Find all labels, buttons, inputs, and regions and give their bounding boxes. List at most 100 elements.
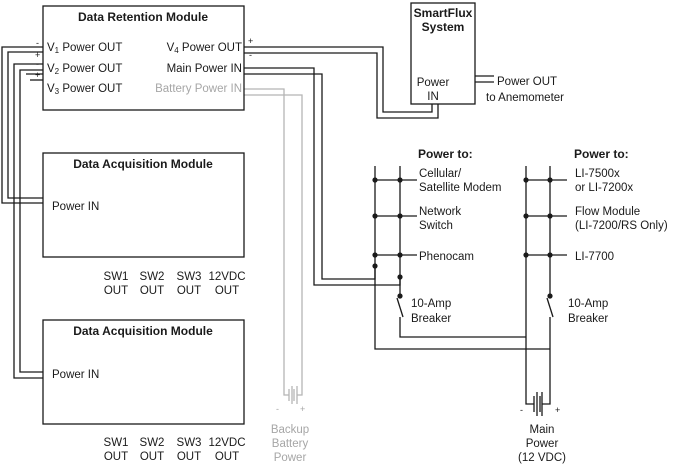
dam2-sw2-label: SW2 xyxy=(140,437,165,449)
right-load-2-line2: (LI-7200/RS Only) xyxy=(575,220,668,232)
dam1-sw2-out: OUT xyxy=(140,285,164,297)
left-breaker-blade xyxy=(396,297,404,318)
dam1-sw1-out: OUT xyxy=(104,285,128,297)
dam2-title: Data Acquisition Module xyxy=(73,324,213,338)
junction-dot xyxy=(547,252,553,258)
data-retention-module: Data Retention Module V1 Power OUT V2 Po… xyxy=(35,5,253,111)
dam1-sw1-label: SW1 xyxy=(104,271,129,283)
backup-battery-lead-left xyxy=(283,383,289,396)
right-power-bus: Power to: LI-7500x or LI-7200x Flow Modu… xyxy=(568,147,668,325)
wire-v2-neg xyxy=(13,63,43,379)
polarity-minus: - xyxy=(36,38,39,48)
smartflux-box xyxy=(410,2,476,105)
right-load-2-line1: Flow Module xyxy=(575,206,640,218)
smartflux-in-label: IN xyxy=(427,91,439,103)
battery-icon xyxy=(288,386,298,404)
right-load-3-line1: LI-7700 xyxy=(575,251,614,263)
right-breaker-line2: Breaker xyxy=(568,313,608,325)
right-breaker-line1: 10-Amp xyxy=(568,298,608,310)
data-acquisition-module-1: Data Acquisition Module Power IN SW1 OUT… xyxy=(42,152,246,297)
smartflux-power-label: Power xyxy=(417,77,450,89)
left-breaker-line2: Breaker xyxy=(411,313,451,325)
v3-power-out-label: V3 Power OUT xyxy=(47,83,122,96)
junction-dot xyxy=(372,177,378,183)
data-acquisition-module-2: Data Acquisition Module Power IN SW1 OUT… xyxy=(42,319,246,463)
junction-dot xyxy=(397,213,403,219)
right-load-1-line1: LI-7500x xyxy=(575,168,620,180)
left-bus-rail-a xyxy=(374,166,550,350)
dam2-sw3-label: SW3 xyxy=(177,437,202,449)
backup-battery-line2: Battery xyxy=(272,438,309,450)
polarity-plus: + xyxy=(35,50,40,60)
smartflux-title-line2: System xyxy=(422,20,465,34)
dam1-title: Data Acquisition Module xyxy=(73,157,213,171)
v1-power-out-label: V1 Power OUT xyxy=(47,42,122,55)
junction-dot xyxy=(372,263,378,269)
battery-power-in-label: Battery Power IN xyxy=(155,83,242,95)
smartflux-system: SmartFlux System Power IN Power OUT to A… xyxy=(410,2,564,105)
main-power-line3: (12 VDC) xyxy=(518,452,566,464)
wire-battery-a xyxy=(244,88,285,383)
dam1-sw3-label: SW3 xyxy=(177,271,202,283)
dam1-sw2-label: SW2 xyxy=(140,271,165,283)
left-load-2-line1: Network xyxy=(419,206,461,218)
wire-battery-b xyxy=(244,94,303,383)
dam2-power-in-label: Power IN xyxy=(52,369,99,381)
main-power-line1: Main xyxy=(530,424,555,436)
smartflux-title-line1: SmartFlux xyxy=(414,6,473,20)
junction-dot xyxy=(523,252,529,258)
main-power-source: - + Main Power (12 VDC) xyxy=(518,392,566,464)
wire-v2-pos xyxy=(19,69,43,373)
battery-icon xyxy=(533,392,543,416)
dam2-sw3-out: OUT xyxy=(177,451,201,463)
main-power-in-label: Main Power IN xyxy=(167,63,242,75)
right-bus-header: Power to: xyxy=(574,147,629,161)
left-breaker-lower xyxy=(399,317,526,338)
main-power-lead-right xyxy=(542,400,551,405)
dam2-sw2-out: OUT xyxy=(140,451,164,463)
dam2-sw1-out: OUT xyxy=(104,451,128,463)
dam1-sw3-out: OUT xyxy=(177,285,201,297)
junction-dot xyxy=(397,177,403,183)
dam1-12vdc-label: 12VDC xyxy=(208,271,245,283)
dam2-sw1-label: SW1 xyxy=(104,437,129,449)
junction-dot xyxy=(397,293,403,299)
wire-v1-neg xyxy=(1,46,43,204)
backup-battery-line3: Power xyxy=(274,452,307,464)
junction-dot xyxy=(547,293,553,299)
junction-dot xyxy=(547,177,553,183)
junction-dot xyxy=(397,252,403,258)
v2-power-out-label: V2 Power OUT xyxy=(47,63,122,76)
junction-dots xyxy=(372,177,553,299)
anemometer-out-line2: to Anemometer xyxy=(486,92,564,104)
dam2-12vdc-out: OUT xyxy=(215,451,239,463)
data-retention-module-box xyxy=(42,5,245,111)
junction-dot xyxy=(547,213,553,219)
right-load-1-line2: or LI-7200x xyxy=(575,182,633,194)
dam2-12vdc-label: 12VDC xyxy=(208,437,245,449)
left-load-2-line2: Switch xyxy=(419,220,453,232)
junction-dot xyxy=(523,213,529,219)
data-retention-module-title: Data Retention Module xyxy=(78,10,208,24)
dam2-box xyxy=(42,319,245,425)
left-load-1-line1: Cellular/ xyxy=(419,168,462,180)
dam1-12vdc-out: OUT xyxy=(215,285,239,297)
right-breaker-blade xyxy=(546,297,554,318)
polarity-minus: - xyxy=(249,50,252,60)
wire-main-in-b xyxy=(244,73,376,280)
wire-v1-pos xyxy=(7,51,43,199)
left-power-bus: Power to: Cellular/ Satellite Modem Netw… xyxy=(411,147,501,325)
anemometer-out-line1: Power OUT xyxy=(497,76,557,88)
junction-dot xyxy=(372,252,378,258)
polarity-plus: + xyxy=(248,36,253,46)
left-bus-header: Power to: xyxy=(418,147,473,161)
main-power-plus: + xyxy=(555,405,560,415)
left-load-3-line1: Phenocam xyxy=(419,251,474,263)
wiring xyxy=(1,46,567,400)
main-power-minus: - xyxy=(520,405,523,415)
main-power-line2: Power xyxy=(526,438,559,450)
junction-dot xyxy=(397,274,403,280)
v4-power-out-label: V4 Power OUT xyxy=(167,42,242,55)
wire-v4-pos xyxy=(244,46,433,113)
polarity-plus: + xyxy=(35,70,40,80)
